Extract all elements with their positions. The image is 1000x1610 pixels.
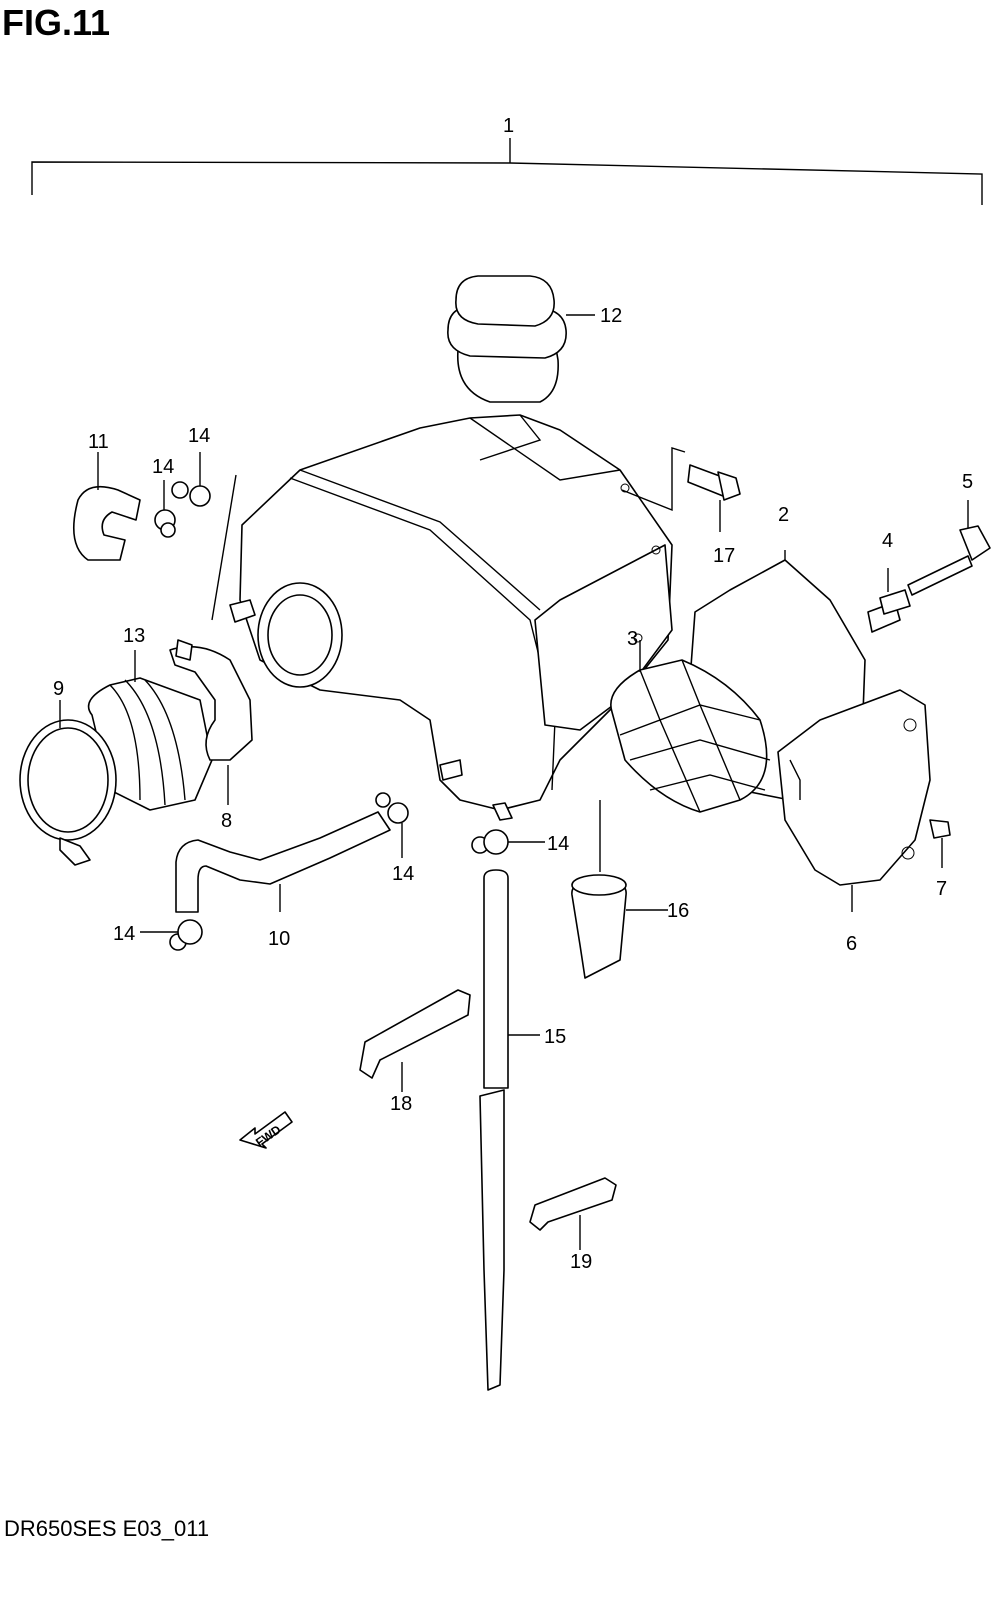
callout-9: 9 [53, 678, 64, 700]
callout-7: 7 [936, 878, 947, 900]
callout-6: 6 [846, 933, 857, 955]
part-19-bracket [529, 1177, 617, 1250]
part-7-screw [929, 819, 951, 868]
callout-15: 15 [544, 1026, 566, 1048]
callout-4: 4 [882, 530, 893, 552]
callout-14-bottom: 14 [113, 923, 135, 945]
callout-14-center: 14 [392, 863, 414, 885]
callout-16: 16 [667, 900, 689, 922]
part-14-clips [140, 452, 545, 951]
callout-2: 2 [778, 504, 789, 526]
part-17-bolt [621, 447, 741, 532]
callout-14-left: 14 [152, 456, 174, 478]
part-10-drain-hose [175, 811, 391, 913]
part-18-bracket [359, 989, 471, 1092]
part-4-rubber [867, 568, 911, 633]
airbox-housing [229, 414, 673, 821]
callout-18: 18 [390, 1093, 412, 1115]
assembly-bracket [31, 138, 983, 205]
callout-5: 5 [962, 471, 973, 493]
part-13-carburetor-boot [87, 650, 213, 811]
drawing-code: DR650SES E03_011 [4, 1516, 210, 1541]
callout-labels: 1 2 3 4 5 6 7 8 9 10 11 12 13 14 14 14 1… [53, 115, 973, 1273]
callout-17: 17 [713, 545, 735, 567]
part-8-clamp [169, 639, 253, 805]
part-3-filter-cage [610, 640, 771, 813]
part-15-breather-rod [479, 869, 540, 1391]
figure-title: FIG.11 [2, 2, 111, 43]
callout-1: 1 [503, 115, 514, 137]
part-9-clamp [19, 700, 117, 866]
callout-13: 13 [123, 625, 145, 647]
part-12-intake-boot [447, 275, 595, 403]
part-16-drain-plug [571, 800, 668, 979]
part-5-screw [907, 500, 991, 596]
forward-direction-arrow: FWD [239, 1111, 293, 1150]
callout-10: 10 [268, 928, 290, 950]
callout-3: 3 [627, 628, 638, 650]
callout-8: 8 [221, 810, 232, 832]
callout-12: 12 [600, 305, 622, 327]
callout-11: 11 [88, 431, 109, 453]
callout-19: 19 [570, 1251, 592, 1273]
callout-14-right: 14 [547, 833, 569, 855]
callout-14-top: 14 [188, 425, 210, 447]
part-11-hose [72, 452, 141, 561]
part-6-side-cover [777, 689, 931, 912]
